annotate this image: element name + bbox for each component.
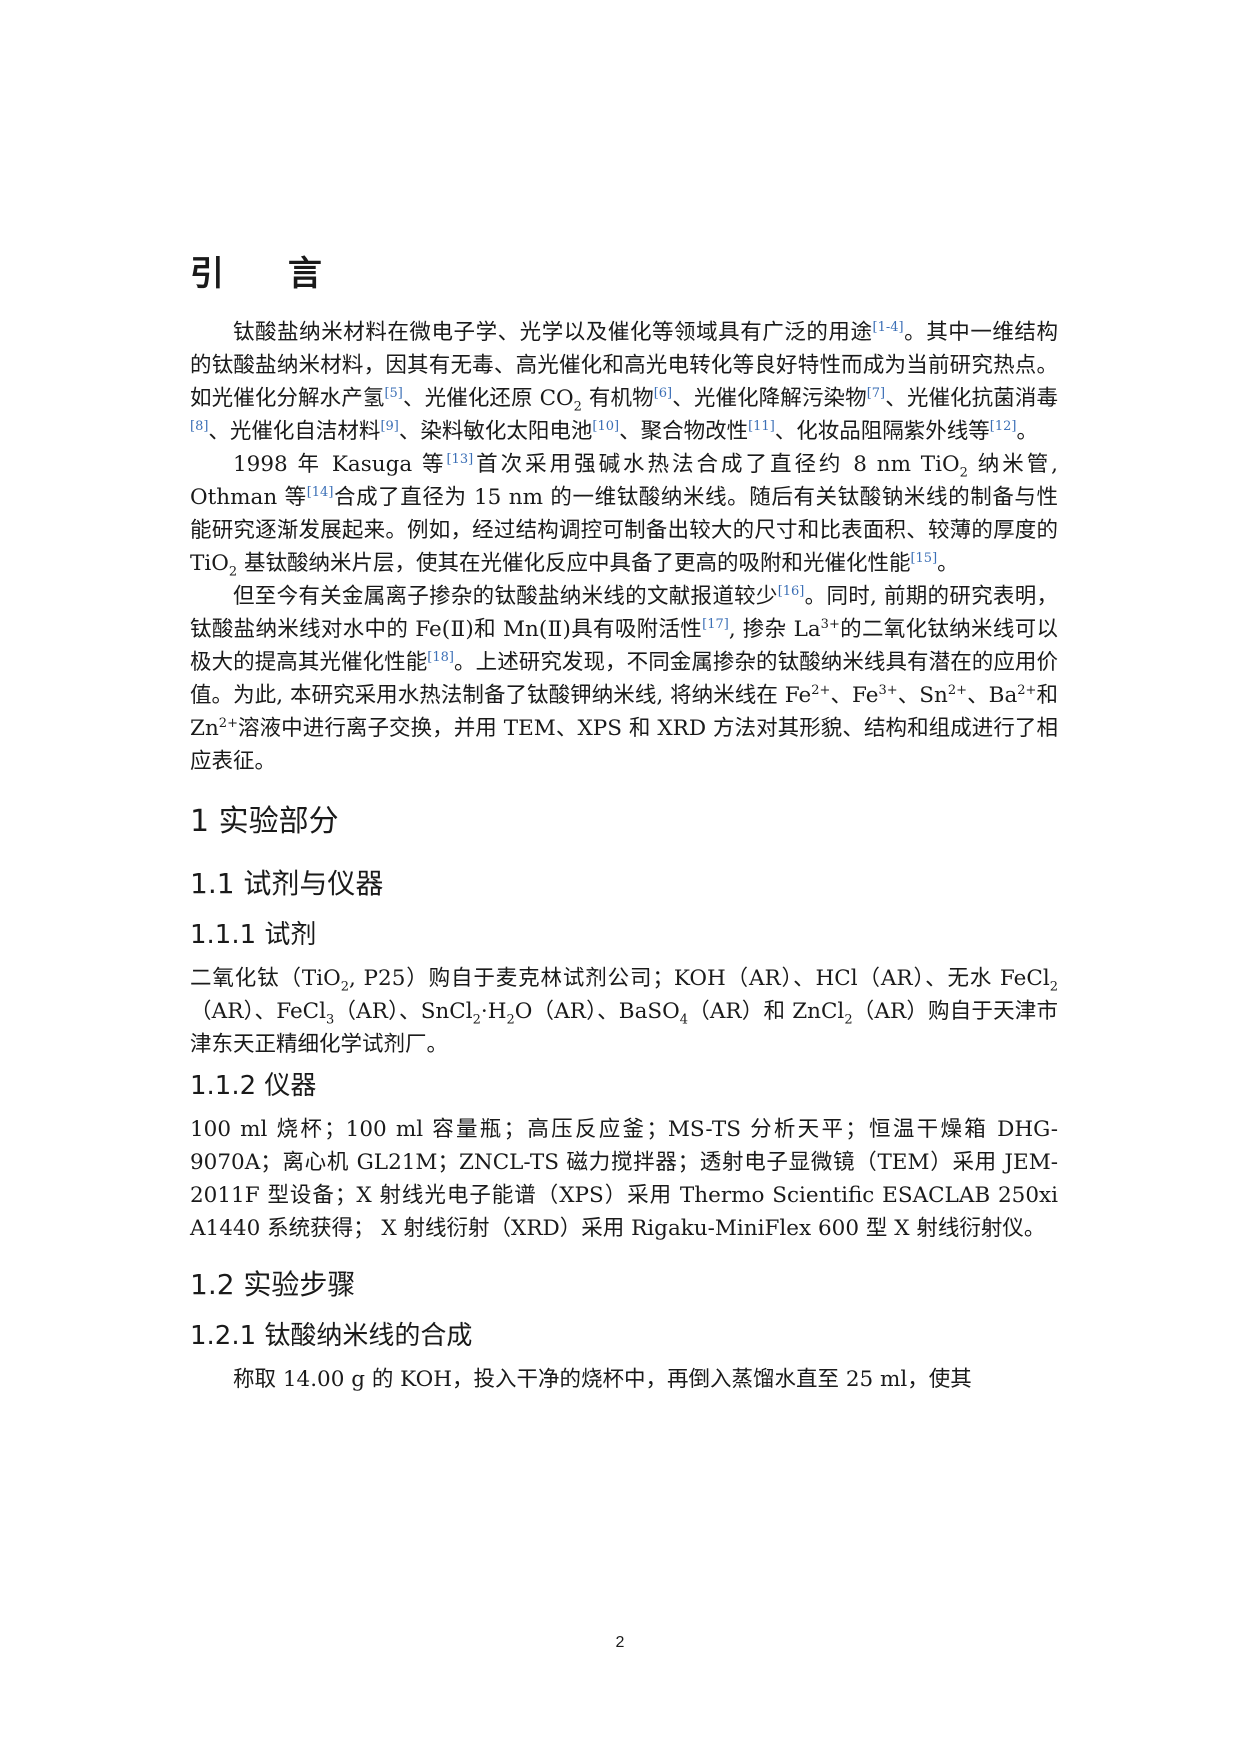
section-heading-experiment: 1 实验部分 <box>190 804 339 839</box>
text-run: 、Ba <box>967 683 1018 708</box>
page-number: 2 <box>615 1634 625 1651</box>
text-run: 、光催化还原 CO <box>402 386 574 411</box>
page-content: 引 言 钛酸盐纳米材料在微电子学、光学以及催化等领域具有广泛的用途[1-4]。其… <box>190 250 1058 1396</box>
subscript: 2 <box>1049 979 1058 995</box>
subscript: 2 <box>573 399 582 415</box>
introduction-heading: 引 言 <box>190 254 348 294</box>
text-run: 溶液中进行离子交换，并用 TEM、XPS 和 XRD 方法对其形貌、结构和组成进… <box>190 716 1058 774</box>
citation[interactable]: [9] <box>380 418 399 434</box>
text-run: 纳米管, Othman 等 <box>190 452 1059 510</box>
subsection-heading-steps: 1.2 实验步骤 <box>190 1268 356 1301</box>
text-run: （AR）购自于天津市津东天正精细化学试剂厂。 <box>190 999 1058 1057</box>
citation[interactable]: [17] <box>702 616 729 632</box>
citation[interactable]: [5] <box>384 385 403 401</box>
citation[interactable]: [12] <box>989 418 1017 434</box>
superscript: 3+ <box>820 616 840 632</box>
subscript: 2 <box>506 1012 515 1028</box>
superscript: 2+ <box>947 682 968 698</box>
text-run: （AR）、FeCl <box>190 999 327 1024</box>
subsection-heading-reagents-instruments: 1.1 试剂与仪器 <box>190 867 384 900</box>
instruments-paragraph: 100 ml 烧杯；100 ml 容量瓶；高压反应釜；MS-TS 分析天平；恒温… <box>190 1117 1058 1241</box>
subscript: 2 <box>844 1012 853 1028</box>
text-run: ·H <box>480 999 507 1024</box>
text-run: 、化妆品阻隔紫外线等 <box>774 419 990 444</box>
citation[interactable]: [8] <box>190 418 209 434</box>
text-run: （AR）、SnCl <box>334 999 473 1024</box>
intro-paragraph-1: 钛酸盐纳米材料在微电子学、光学以及催化等领域具有广泛的用途[1-4]。其中一维结… <box>190 316 1058 448</box>
text-run: 和 Zn <box>190 683 1058 741</box>
subscript: 3 <box>326 1012 335 1028</box>
text-run: 、光催化自洁材料 <box>208 419 381 444</box>
intro-paragraph-2: 1998 年 Kasuga 等[13]首次采用强碱水热法合成了直径约 8 nm … <box>190 448 1058 580</box>
superscript: 2+ <box>218 715 238 731</box>
text-run: 、染料敏化太阳电池 <box>398 419 593 444</box>
citation[interactable]: [13] <box>446 451 474 467</box>
text-run: 的二氧化钛纳米线可以极大的提高其光催化性能 <box>190 617 1058 675</box>
text-run: （AR）和 ZnCl <box>688 999 845 1024</box>
text-run: 。 <box>937 551 959 576</box>
text-run: 、光催化降解污染物 <box>672 386 867 411</box>
text-run: 1998 年 Kasuga 等 <box>233 452 447 477</box>
subsubsection-heading-instruments: 1.1.2 仪器 <box>190 1071 317 1101</box>
subscript: 2 <box>959 465 968 481</box>
text-run: 基钛酸纳米片层，使其在光催化反应中具备了更高的吸附和光催化性能 <box>237 551 911 576</box>
citation[interactable]: [18] <box>427 649 454 665</box>
text-run: 。其中一维结构的钛酸盐纳米材料，因其有无毒、高光催化和高光电转化等良好特性而成为… <box>190 320 1058 411</box>
citation[interactable]: [15] <box>910 550 938 566</box>
subscript: 2 <box>228 564 238 580</box>
superscript: 3+ <box>878 682 898 698</box>
synthesis-paragraph: 称取 14.00 g 的 KOH，投入干净的烧杯中，再倒入蒸馏水直至 25 ml… <box>233 1367 972 1392</box>
citation[interactable]: [1-4] <box>872 319 904 335</box>
text-run: O（AR）、BaSO <box>514 999 680 1024</box>
subsubsection-heading-reagents: 1.1.1 试剂 <box>190 920 317 950</box>
citation[interactable]: [16] <box>777 583 805 599</box>
intro-paragraph-3: 但至今有关金属离子掺杂的钛酸盐纳米线的文献报道较少[16]。同时, 前期的研究表… <box>190 580 1058 778</box>
text-run: , P25）购自于麦克林试剂公司；KOH（AR）、HCl（AR）、无水 FeCl <box>349 966 1050 991</box>
subscript: 4 <box>679 1012 689 1028</box>
reagents-paragraph: 二氧化钛（TiO2, P25）购自于麦克林试剂公司；KOH（AR）、HCl（AR… <box>190 962 1058 1061</box>
text-run: 、Sn <box>897 683 948 708</box>
text-run: 二氧化钛（TiO <box>190 966 341 991</box>
text-run: 。上述研究发现，不同金属掺杂的钛酸纳米线具有潜在的应用价值。为此, 本研究采用水… <box>190 650 1058 708</box>
text-run: 、光催化抗菌消毒 <box>885 386 1058 411</box>
text-run: 合成了直径为 15 nm 的一维钛酸纳米线。随后有关钛酸钠米线的制备与性能研究逐… <box>190 485 1059 576</box>
text-run: 有机物 <box>581 386 654 411</box>
text-run: 但至今有关金属离子掺杂的钛酸盐纳米线的文献报道较少 <box>233 584 778 609</box>
text-run: 首次采用强碱水热法合成了直径约 8 nm TiO <box>473 452 960 477</box>
superscript: 2+ <box>1017 682 1037 698</box>
subsubsection-heading-synthesis: 1.2.1 钛酸纳米线的合成 <box>190 1321 473 1351</box>
text-run: 。 <box>1016 419 1038 444</box>
citation[interactable]: [11] <box>748 418 775 434</box>
text-run: 、Fe <box>830 683 879 708</box>
citation[interactable]: [7] <box>866 385 886 401</box>
text-run: 、聚合物改性 <box>619 419 749 444</box>
subscript: 2 <box>472 1012 481 1028</box>
citation[interactable]: [6] <box>653 385 673 401</box>
text-run: , 掺杂 La <box>728 617 821 642</box>
subscript: 2 <box>340 979 349 995</box>
citation[interactable]: [10] <box>592 418 620 434</box>
superscript: 2+ <box>811 682 831 698</box>
citation[interactable]: [14] <box>306 484 334 500</box>
text-run: 钛酸盐纳米材料在微电子学、光学以及催化等领域具有广泛的用途 <box>233 320 873 345</box>
text-run: 。同时, 前期的研究表明，钛酸盐纳米线对水中的 Fe(Ⅱ)和 Mn(Ⅱ)具有吸附… <box>190 584 1058 642</box>
